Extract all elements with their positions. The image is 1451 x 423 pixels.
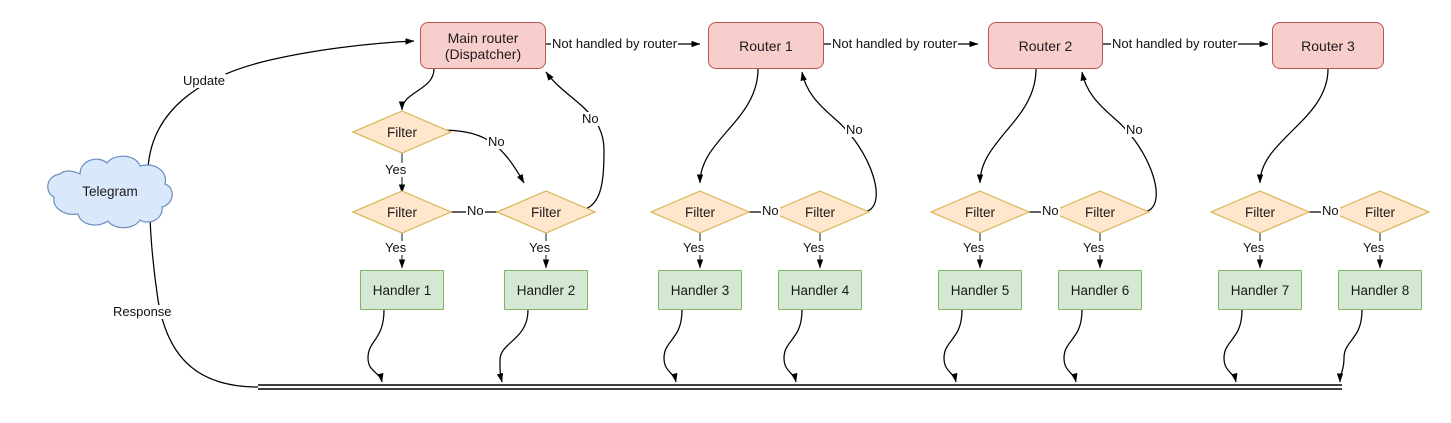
node-handler-2[interactable]: Handler 2 [504,270,588,310]
edge-label-yes-4: Yes [682,240,706,255]
edge-label-no-2: No [581,111,600,126]
edge-h7-to-bus [1223,309,1243,383]
edge-label-no-8: No [1321,203,1340,218]
handler-3-label: Handler 3 [670,282,730,298]
router-1-label: Router 1 [739,37,793,54]
edge-label-yes-5: Yes [802,240,826,255]
edge-h2-to-bus [496,309,529,383]
edge-f4-no-to-r1 [800,71,877,213]
handler-5-label: Handler 5 [950,282,1010,298]
router-3-label: Router 3 [1301,37,1355,54]
edge-label-yes-1: Yes [384,162,408,177]
telegram-label: Telegram [82,183,138,199]
handler-2-label: Handler 2 [516,282,576,298]
edge-label-no-7: No [1041,203,1060,218]
edge-r1-to-f3 [696,68,759,184]
edge-label-no-3: No [466,203,485,218]
edge-label-not-handled-3: Not handled by router [1111,36,1239,51]
edge-label-yes-6: Yes [962,240,986,255]
edge-label-not-handled-2: Not handled by router [831,36,959,51]
node-handler-6[interactable]: Handler 6 [1058,270,1142,310]
edge-label-yes-9: Yes [1362,240,1386,255]
handler-6-label: Handler 6 [1070,282,1130,298]
edge-r2-to-f5 [976,68,1037,184]
edge-label-response: Response [112,304,173,319]
edge-f2-no-to-main [545,71,605,213]
node-handler-8[interactable]: Handler 8 [1338,270,1422,310]
node-router-3[interactable]: Router 3 [1272,22,1384,69]
edge-label-no-6: No [1125,122,1144,137]
node-handler-1[interactable]: Handler 1 [360,270,444,310]
edge-h1-to-bus [367,309,385,383]
edge-h5-to-bus [943,309,963,383]
router-2-label: Router 2 [1018,37,1073,54]
main-router-label-line2: (Dispatcher) [444,45,522,62]
edge-label-no-4: No [845,122,864,137]
main-router-label-line1: Main router [447,29,519,46]
edge-f0-no-to-f2 [437,129,525,184]
node-handler-7[interactable]: Handler 7 [1218,270,1302,310]
node-main-router[interactable]: Main router (Dispatcher) [420,22,546,69]
edge-label-not-handled-1: Not handled by router [551,36,679,51]
edge-update [147,38,415,169]
handler-1-label: Handler 1 [372,282,432,298]
edge-label-no-1: No [487,134,506,149]
handler-8-label: Handler 8 [1350,282,1410,298]
edge-f6-no-to-r2 [1080,71,1157,213]
node-router-1[interactable]: Router 1 [708,22,824,69]
edge-h3-to-bus [663,309,683,383]
edge-label-yes-2: Yes [384,240,408,255]
telegram-cloud: Telegram [44,152,176,230]
handler-4-label: Handler 4 [790,282,850,298]
edge-h8-to-bus [1336,309,1363,383]
node-handler-3[interactable]: Handler 3 [658,270,742,310]
edge-response-to-telegram [146,211,259,388]
node-handler-4[interactable]: Handler 4 [778,270,862,310]
node-router-2[interactable]: Router 2 [988,22,1103,69]
edge-label-yes-3: Yes [528,240,552,255]
edge-label-yes-7: Yes [1082,240,1106,255]
edge-main-to-f0 [398,68,435,111]
edge-label-update: Update [182,73,226,88]
edge-label-no-5: No [761,203,780,218]
cloud-icon [47,155,173,229]
edge-label-yes-8: Yes [1242,240,1266,255]
edge-h4-to-bus [783,309,803,383]
handler-7-label: Handler 7 [1230,282,1290,298]
edge-h6-to-bus [1063,309,1083,383]
node-handler-5[interactable]: Handler 5 [938,270,1022,310]
edge-r3-to-f7 [1256,68,1329,184]
